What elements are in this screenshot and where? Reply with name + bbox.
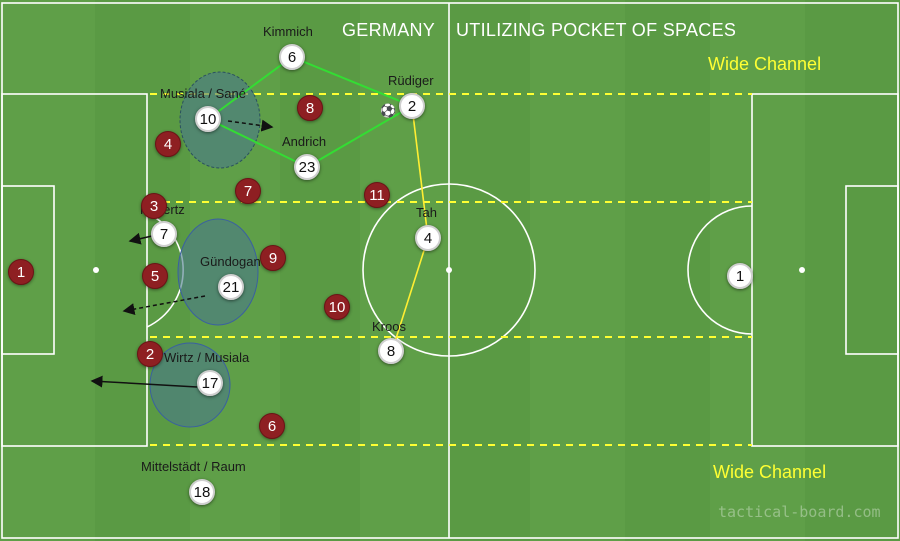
wide-channel-bottom-label: Wide Channel <box>713 462 827 482</box>
player-name-ruediger: Rüdiger <box>388 73 434 88</box>
away-player-3[interactable]: 3 <box>141 193 167 219</box>
away-player-9[interactable]: 9 <box>260 245 286 271</box>
pocket-zones <box>149 71 261 428</box>
home-player-tah[interactable]: 4 <box>415 225 441 251</box>
player-name-andrich: Andrich <box>282 134 327 149</box>
home-player-ruediger[interactable]: 2 <box>399 93 425 119</box>
player-name-guendogan: Gündogan <box>200 254 261 269</box>
run-arrow-musiala <box>227 119 274 132</box>
away-player-7[interactable]: 7 <box>235 178 261 204</box>
away-player-6[interactable]: 6 <box>259 413 285 439</box>
green-passing-links <box>207 56 413 168</box>
run-arrow-wirtz <box>90 375 198 388</box>
home-player-guendogan[interactable]: 21 <box>218 274 244 300</box>
player-name-kroos: Kroos <box>372 319 406 334</box>
pocket-zone-middle <box>177 218 259 326</box>
home-player-musiala-sane[interactable]: 10 <box>195 106 221 132</box>
away-player-8[interactable]: 8 <box>297 95 323 121</box>
team-title: GERMANY <box>342 20 436 40</box>
home-player-kimmich[interactable]: 6 <box>279 44 305 70</box>
away-player-5[interactable]: 5 <box>142 263 168 289</box>
away-player-11[interactable]: 11 <box>364 182 390 208</box>
tactic-title: UTILIZING POCKET OF SPACES <box>456 20 737 40</box>
home-player-wirtz-musiala[interactable]: 17 <box>197 370 223 396</box>
yellow-passing-links <box>391 105 429 352</box>
wide-channel-top-label: Wide Channel <box>708 54 822 74</box>
run-arrow-havertz <box>128 232 153 245</box>
away-player-2[interactable]: 2 <box>137 341 163 367</box>
pitch-spots <box>93 267 805 273</box>
home-player-kroos[interactable]: 8 <box>378 338 404 364</box>
home-player-mittelstaedt-raum[interactable]: 18 <box>189 479 215 505</box>
ball-icon[interactable]: ⚽ <box>380 103 397 118</box>
away-player-4[interactable]: 4 <box>155 131 181 157</box>
away-player-1[interactable]: 1 <box>8 259 34 285</box>
player-name-musiala-sane: Musiala / Sané <box>160 86 246 101</box>
channel-lines <box>150 93 752 446</box>
player-name-tah: Tah <box>416 205 437 220</box>
away-player-10[interactable]: 10 <box>324 294 350 320</box>
home-player-havertz[interactable]: 7 <box>151 221 177 247</box>
player-name-wirtz-musiala: Wirtz / Musiala <box>164 350 250 365</box>
player-name-mittelstaedt-raum: Mittelstädt / Raum <box>141 459 246 474</box>
home-player-andrich[interactable]: 23 <box>294 154 320 180</box>
player-name-kimmich: Kimmich <box>263 24 313 39</box>
watermark: tactical-board.com <box>718 503 881 521</box>
movement-arrows <box>90 119 274 388</box>
home-player-gk[interactable]: 1 <box>727 263 753 289</box>
